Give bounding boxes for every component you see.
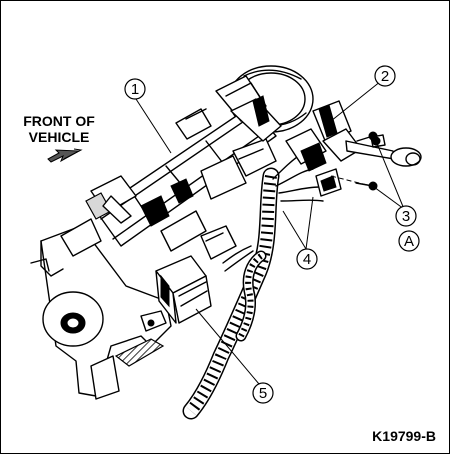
lower-electrical-connector xyxy=(155,225,237,324)
upper-column-housing xyxy=(60,95,282,257)
wiring-harness-conduit xyxy=(182,167,280,420)
arrow-down-left-icon xyxy=(47,148,83,163)
front-label-line2: VEHICLE xyxy=(29,129,90,145)
front-label-line1: FRONT OF xyxy=(23,113,95,129)
svg-text:5: 5 xyxy=(259,385,267,402)
lower-mounting-bracket xyxy=(30,225,172,400)
figure-id: K19799-B xyxy=(372,428,436,444)
tilt-pivot-hub xyxy=(42,291,104,347)
svg-text:1: 1 xyxy=(131,81,139,98)
callout-a: A xyxy=(398,230,420,252)
callout-1: 1 xyxy=(124,78,146,100)
front-of-vehicle-label: FRONT OF VEHICLE xyxy=(23,113,95,145)
svg-text:A: A xyxy=(404,233,414,250)
callout-leaders xyxy=(135,80,405,385)
svg-text:4: 4 xyxy=(303,251,311,268)
svg-text:3: 3 xyxy=(402,208,410,225)
callout-4: 4 xyxy=(296,248,318,270)
callout-5: 5 xyxy=(252,382,274,404)
svg-text:2: 2 xyxy=(381,68,389,85)
callout-2: 2 xyxy=(374,65,396,87)
callout-3: 3 xyxy=(395,205,417,227)
